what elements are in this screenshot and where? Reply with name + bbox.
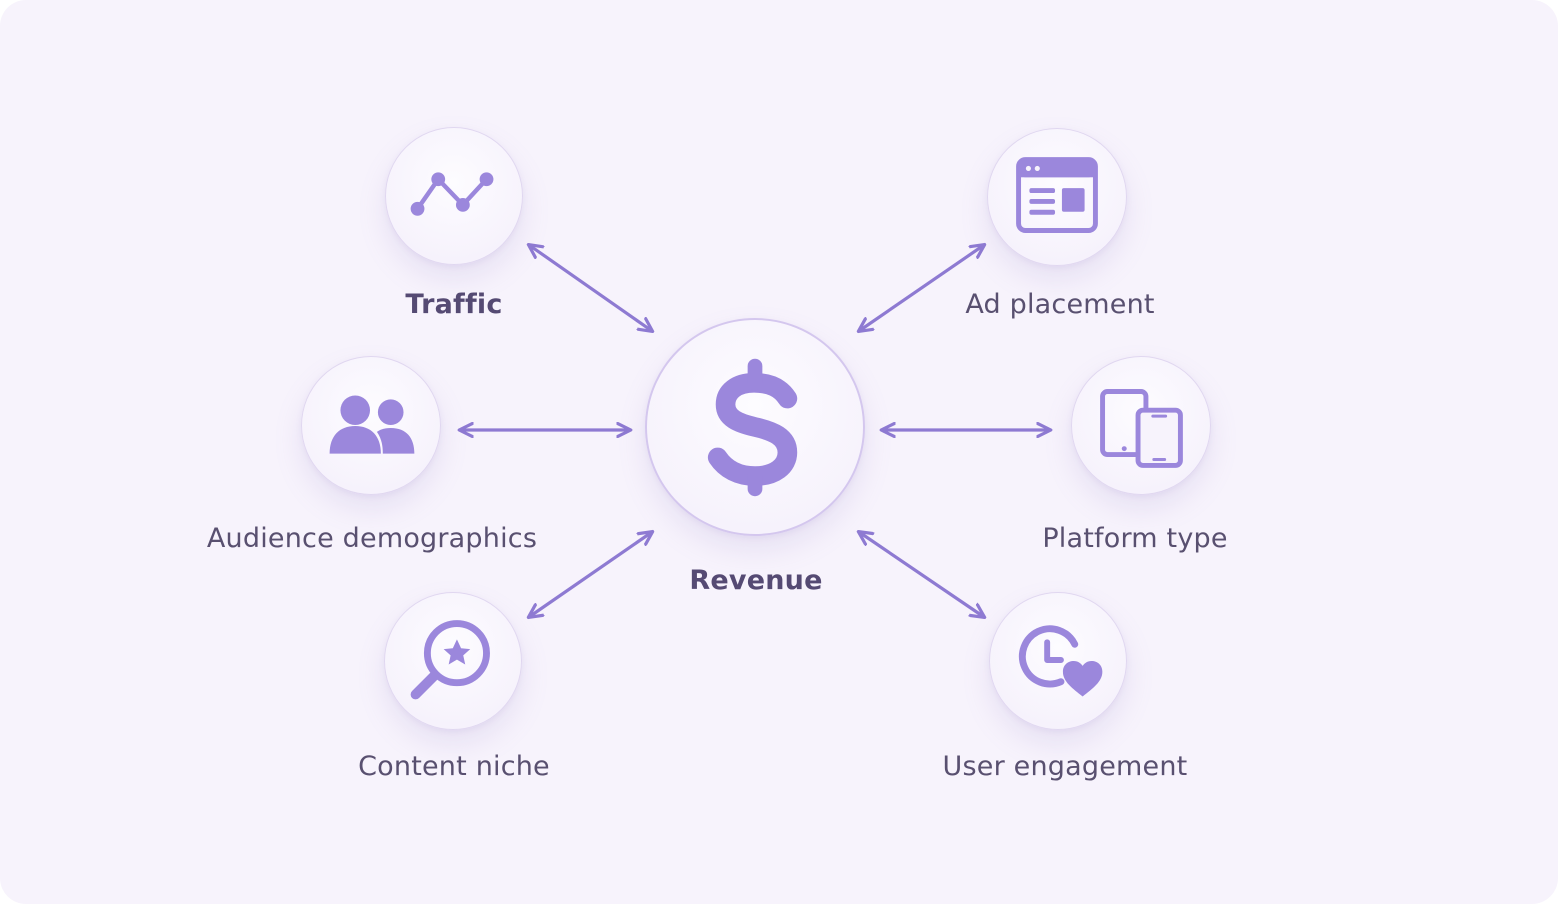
clock-heart-icon (1018, 625, 1103, 697)
node-label-revenue: Revenue (689, 565, 823, 596)
line-chart-icon (410, 172, 494, 216)
node-ad-placement (987, 128, 1127, 266)
node-audience-demographics (301, 356, 441, 495)
search-star-icon (410, 620, 490, 700)
node-label-content-niche: Content niche (358, 751, 550, 782)
arrow-traffic-revenue (529, 245, 652, 331)
node-label-ad-placement: Ad placement (965, 289, 1155, 320)
node-platform-type (1071, 356, 1211, 495)
users-icon (329, 395, 415, 454)
node-revenue (645, 318, 865, 536)
arrow-content-niche-revenue (529, 532, 652, 617)
node-label-traffic: Traffic (405, 289, 503, 320)
devices-icon (1100, 389, 1183, 468)
dollar-icon (707, 358, 798, 497)
node-content-niche (384, 592, 522, 730)
node-traffic (385, 127, 523, 265)
arrow-ad-placement-revenue (859, 245, 984, 331)
node-label-platform-type: Platform type (1042, 523, 1228, 554)
node-label-user-engagement: User engagement (942, 751, 1188, 782)
arrow-user-engagement-revenue (859, 532, 984, 617)
browser-ad-icon (1016, 157, 1098, 233)
node-user-engagement (989, 592, 1127, 730)
node-label-audience-demographics: Audience demographics (206, 523, 538, 554)
